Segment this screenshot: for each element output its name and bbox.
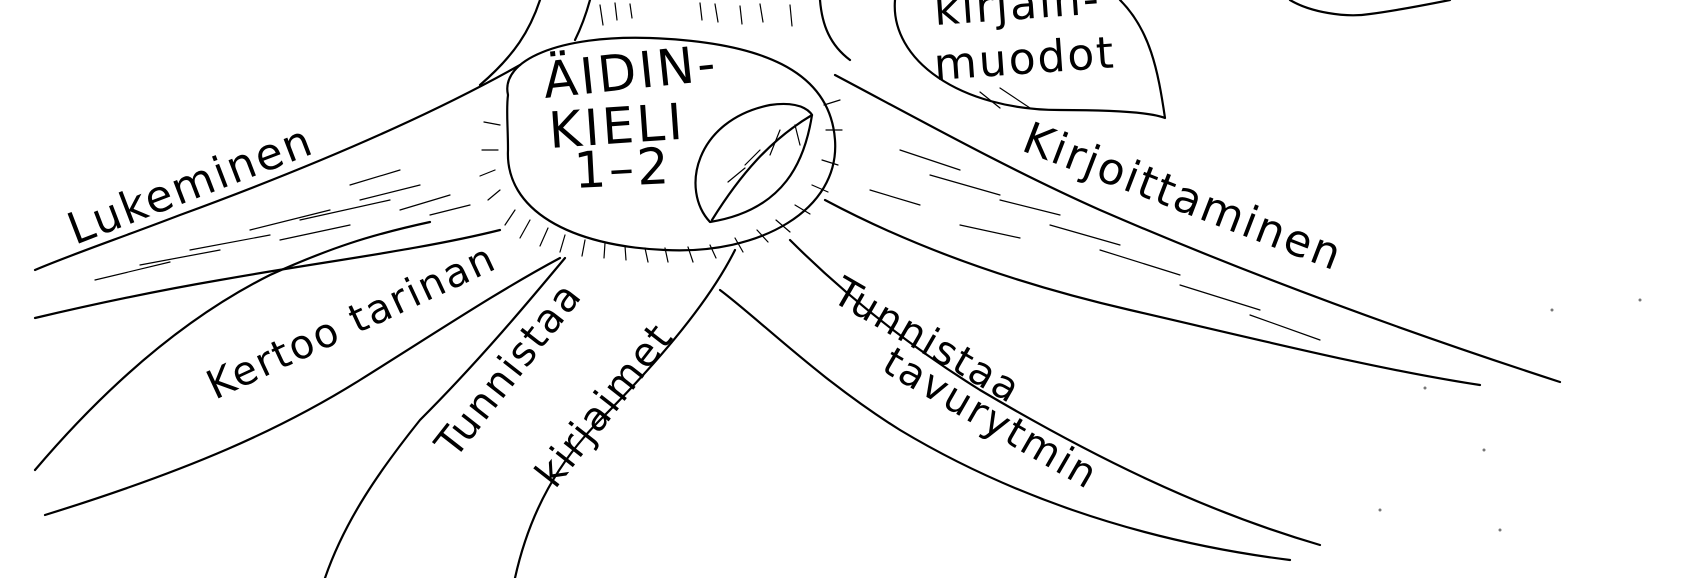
- root-kirjoittaminen: [823, 73, 1562, 387]
- leaf-top-right: [1288, 0, 1452, 17]
- root-tunnistaa-tavurytmin: [718, 238, 1322, 562]
- leaf-inside-stump: [694, 102, 814, 224]
- root-lukeminen: [33, 63, 522, 320]
- trunk-label: ÄIDIN- KIELI 1–2: [540, 34, 721, 200]
- scan-specks: [1378, 298, 1642, 532]
- root-tunnistaa-kirjaimet: [323, 248, 737, 578]
- trunk: [478, 0, 852, 87]
- stump-circle: [479, 36, 843, 263]
- trunk-label-line2: KIELI: [547, 93, 687, 160]
- leaf-label: kirjain- muodot: [932, 0, 1117, 91]
- leaf-label-line2: muodot: [932, 27, 1117, 91]
- root-label-kertoo-tarinan: Kertoo tarinan: [200, 235, 504, 409]
- trunk-label-line3: 1–2: [573, 137, 674, 200]
- leaf-kirjainmuodot: [893, 0, 1167, 120]
- root-label-lukeminen: Lukeminen: [61, 115, 321, 255]
- root-label-kirjoittaminen: Kirjoittaminen: [1016, 113, 1350, 282]
- root-kertoo-tarinan: [33, 220, 562, 517]
